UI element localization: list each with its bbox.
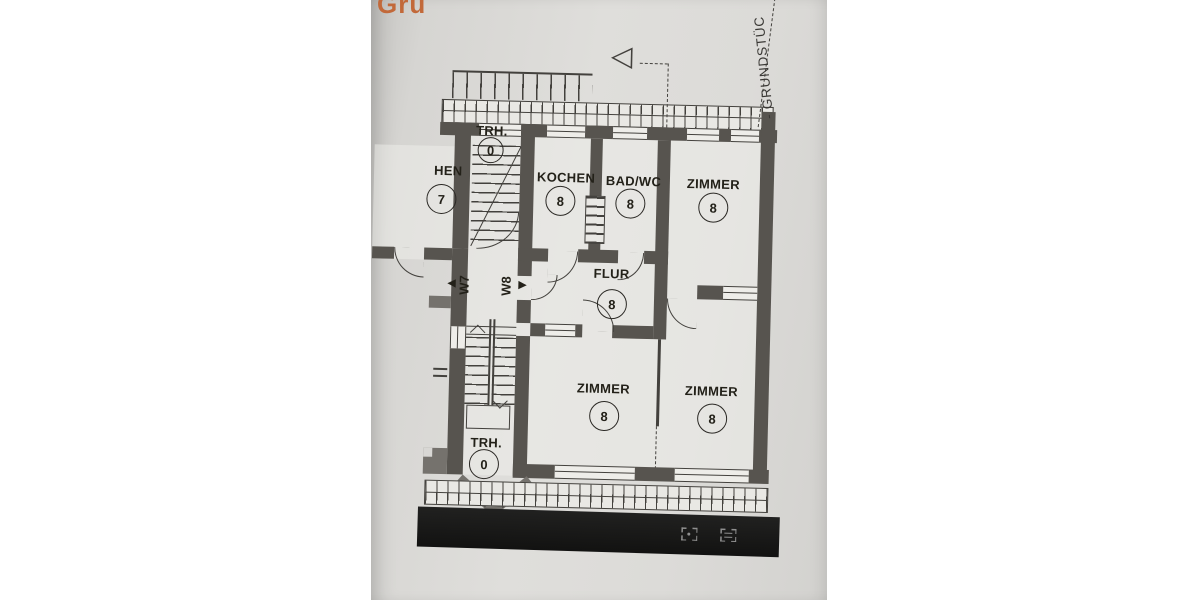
wall-bottom <box>634 466 675 482</box>
room-label-flur: FLUR <box>593 265 630 282</box>
room-label-bad-wc: BAD/WC <box>605 172 662 190</box>
wall-hen-bottom <box>371 246 395 259</box>
exterior-tick <box>433 374 448 377</box>
scan-watermark-icon <box>681 527 698 541</box>
window-zimmer-top-1 <box>686 127 720 142</box>
stairs-lower-left <box>464 336 490 406</box>
window-bad-wc <box>612 126 648 140</box>
paper-sheet: Gru ◁ - GRUNDSTÜC <box>371 0 827 600</box>
wall-zimmer-divider-h <box>697 285 724 300</box>
copy-watermark-icon <box>720 528 737 542</box>
window-zimmer-top-2 <box>730 129 760 143</box>
wall-top <box>584 125 614 140</box>
window-flur-interior <box>545 323 576 338</box>
exterior-stub <box>428 295 452 309</box>
entrance-label-w8: W8 <box>498 276 514 296</box>
entrance-label-w7: W7 <box>456 275 472 295</box>
redaction-band <box>416 506 780 558</box>
room-label-zimmer-top: ZIMMER <box>686 175 741 193</box>
wall-flur-top <box>643 250 669 265</box>
wall-top <box>718 128 732 143</box>
wall-bottom <box>748 469 769 485</box>
wall-top <box>646 126 688 141</box>
window-zimmer-right-bottom <box>674 467 749 484</box>
exterior-step-notch <box>423 447 433 457</box>
stair-landing-box <box>465 404 511 430</box>
corner-note-orange: Gru <box>377 0 427 19</box>
wall-stair-right <box>516 299 531 324</box>
room-label-trh-bottom: TRH. <box>470 434 503 451</box>
wall-bottom <box>512 463 555 479</box>
installation-shaft <box>584 195 606 244</box>
room-label-zimmer-mid: ZIMMER <box>576 380 631 397</box>
entrance-arrow-w8-icon: ▶ <box>518 278 527 292</box>
wall-flur-bottom <box>530 323 546 337</box>
entrance-arrow-w7-icon: ◀ <box>447 277 456 290</box>
boundary-line-horizontal <box>639 62 668 65</box>
window-zimmer-right-top <box>723 285 758 301</box>
window-zimmer-mid-bottom <box>554 464 635 481</box>
window-kochen <box>546 124 586 139</box>
fence-railing <box>451 70 593 102</box>
wall-flur-bottom <box>612 325 654 340</box>
floor-plan-drawing: ◁ - GRUNDSTÜC <box>371 0 827 600</box>
wall-flur-top <box>577 249 619 264</box>
wall-left-exterior <box>446 348 466 475</box>
room-label-kochen: KOCHEN <box>536 169 596 186</box>
room-label-trh-top: TRH. <box>475 122 508 139</box>
wall-flur-top <box>517 247 549 262</box>
room-label-hen: HEN <box>433 162 463 179</box>
wall-stair-left <box>452 122 472 249</box>
wall-hen-bottom <box>423 247 453 261</box>
window-left <box>449 326 467 349</box>
stairs-lower-right <box>491 337 517 406</box>
boundary-arrow-icon: ◁ <box>610 40 633 72</box>
exterior-tick <box>433 367 448 370</box>
door-arc-hen <box>393 246 425 278</box>
room-label-zimmer-right: ZIMMER <box>684 382 739 400</box>
